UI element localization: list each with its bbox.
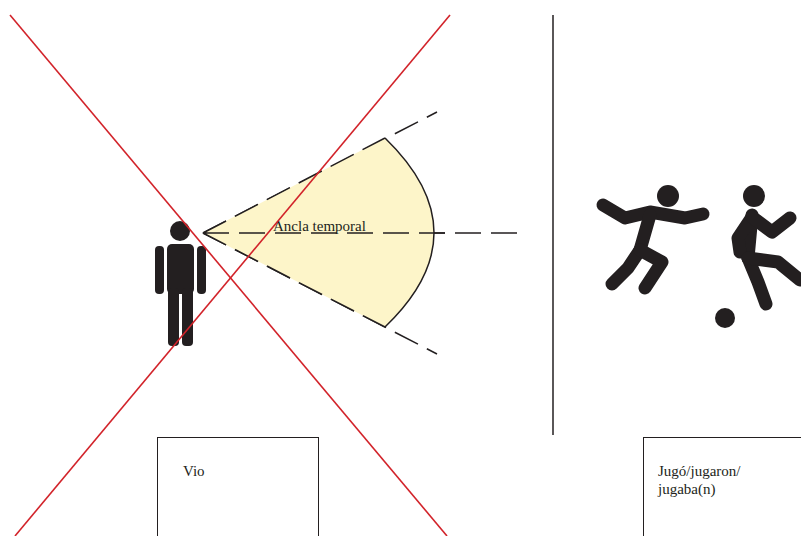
person-figure	[155, 221, 206, 346]
separator-line	[552, 15, 554, 435]
soccer-players	[603, 205, 800, 304]
cone-label: Ancla temporal	[273, 217, 423, 235]
verb-box: Jugó/jugaron/ jugaba(n)	[643, 437, 801, 536]
verb-label: Vio	[183, 462, 303, 480]
verb-box: Vio	[157, 437, 319, 536]
dashed-rays	[203, 112, 517, 354]
player-heads-and-ball	[657, 185, 765, 328]
verb-label: Jugó/jugaron/ jugaba(n)	[658, 462, 770, 498]
time-anchor-cone: Ancla temporal	[203, 138, 453, 328]
